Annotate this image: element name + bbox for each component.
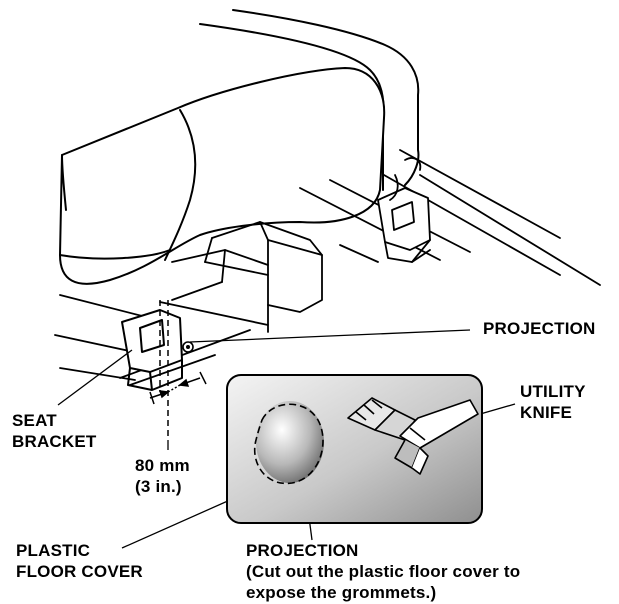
- label-instruction-line-2: expose the grommets.): [246, 583, 437, 602]
- utility-knife-icon: [347, 397, 479, 475]
- dimension-arrows: [149, 371, 207, 405]
- label-plastic-floor-cover: PLASTIC FLOOR COVER: [16, 541, 143, 581]
- cut-line-dashed: [253, 403, 324, 485]
- projection-grommet-icon: [182, 341, 194, 353]
- floor-cover-inset: [226, 374, 483, 524]
- projection-grommet-icon: [256, 401, 324, 483]
- label-instruction-line-1: (Cut out the plastic floor cover to: [246, 562, 521, 581]
- label-utility-knife: UTILITY KNIFE: [520, 382, 586, 422]
- seat-frame: [54, 149, 601, 386]
- seat-cushion: [59, 9, 420, 285]
- label-dimension: 80 mm (3 in.): [135, 456, 190, 496]
- label-projection-top: PROJECTION: [483, 319, 596, 338]
- label-seat-bracket: SEAT BRACKET: [12, 411, 97, 451]
- label-projection-bottom: PROJECTION (Cut out the plastic floor co…: [246, 541, 521, 602]
